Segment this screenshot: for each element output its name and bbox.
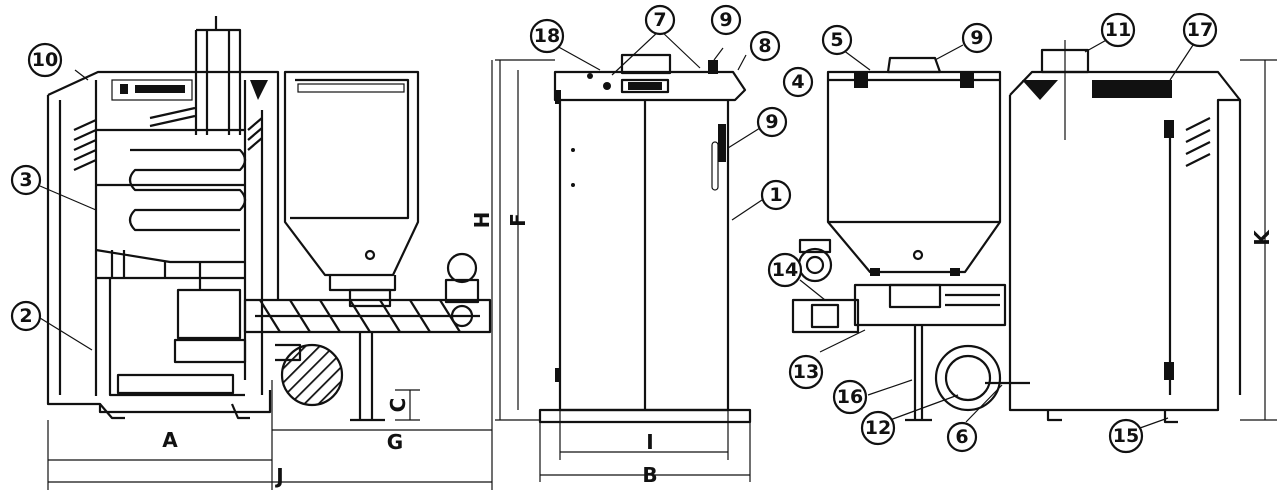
callout-9-c: 9 — [961, 22, 993, 54]
dim-c: C — [386, 398, 410, 413]
svg-text:10: 10 — [32, 49, 58, 71]
dim-b: B — [642, 463, 657, 487]
dimension-labels: A B C F G H I J K — [162, 212, 1274, 488]
svg-text:12: 12 — [865, 417, 891, 439]
boiler-side-view-icon — [46, 16, 493, 490]
callout-9: 9 — [710, 4, 742, 36]
dim-j: J — [274, 464, 283, 488]
svg-text:1: 1 — [769, 184, 782, 206]
callout-14: 14 — [767, 252, 803, 288]
svg-text:2: 2 — [19, 305, 32, 327]
boiler-rear-view-icon — [791, 40, 1277, 424]
callout-13: 13 — [788, 354, 824, 390]
dim-a: A — [162, 428, 178, 452]
svg-text:6: 6 — [955, 426, 968, 448]
callout-6: 6 — [946, 421, 978, 453]
dim-h: H — [470, 212, 494, 229]
svg-text:5: 5 — [830, 29, 843, 51]
dim-i: I — [646, 430, 653, 454]
callout-12: 12 — [860, 410, 896, 446]
svg-text:16: 16 — [837, 386, 863, 408]
callout-1: 1 — [760, 179, 792, 211]
callout-leaders — [39, 29, 1196, 429]
svg-text:9: 9 — [719, 9, 732, 31]
callout-8: 8 — [749, 30, 781, 62]
svg-text:9: 9 — [970, 27, 983, 49]
svg-text:13: 13 — [793, 361, 819, 383]
svg-text:18: 18 — [534, 25, 560, 47]
svg-text:17: 17 — [1187, 19, 1213, 41]
callout-9-b: 9 — [756, 106, 788, 138]
svg-text:4: 4 — [791, 71, 804, 93]
svg-text:7: 7 — [653, 9, 666, 31]
svg-text:9: 9 — [765, 111, 778, 133]
callout-4: 4 — [782, 66, 814, 98]
callout-10: 10 — [27, 42, 63, 78]
dim-k: K — [1250, 229, 1274, 246]
callout-18: 18 — [529, 18, 565, 54]
callout-15: 15 — [1108, 418, 1144, 454]
svg-text:11: 11 — [1105, 19, 1131, 41]
callout-11: 11 — [1100, 12, 1136, 48]
svg-text:3: 3 — [19, 169, 32, 191]
dim-f: F — [506, 213, 530, 227]
svg-text:14: 14 — [772, 259, 798, 281]
svg-text:15: 15 — [1113, 425, 1139, 447]
callout-3: 3 — [10, 164, 42, 196]
callout-16: 16 — [832, 379, 868, 415]
callout-17: 17 — [1182, 12, 1218, 48]
callout-5: 5 — [821, 24, 853, 56]
callout-7: 7 — [644, 4, 676, 36]
callout-2: 2 — [10, 300, 42, 332]
callout-badges: 1 2 3 4 5 6 7 8 9 9 9 10 11 12 13 14 15 … — [10, 4, 1218, 454]
dim-g: G — [387, 430, 403, 454]
boiler-front-view-icon — [495, 53, 752, 482]
svg-text:8: 8 — [758, 35, 771, 57]
